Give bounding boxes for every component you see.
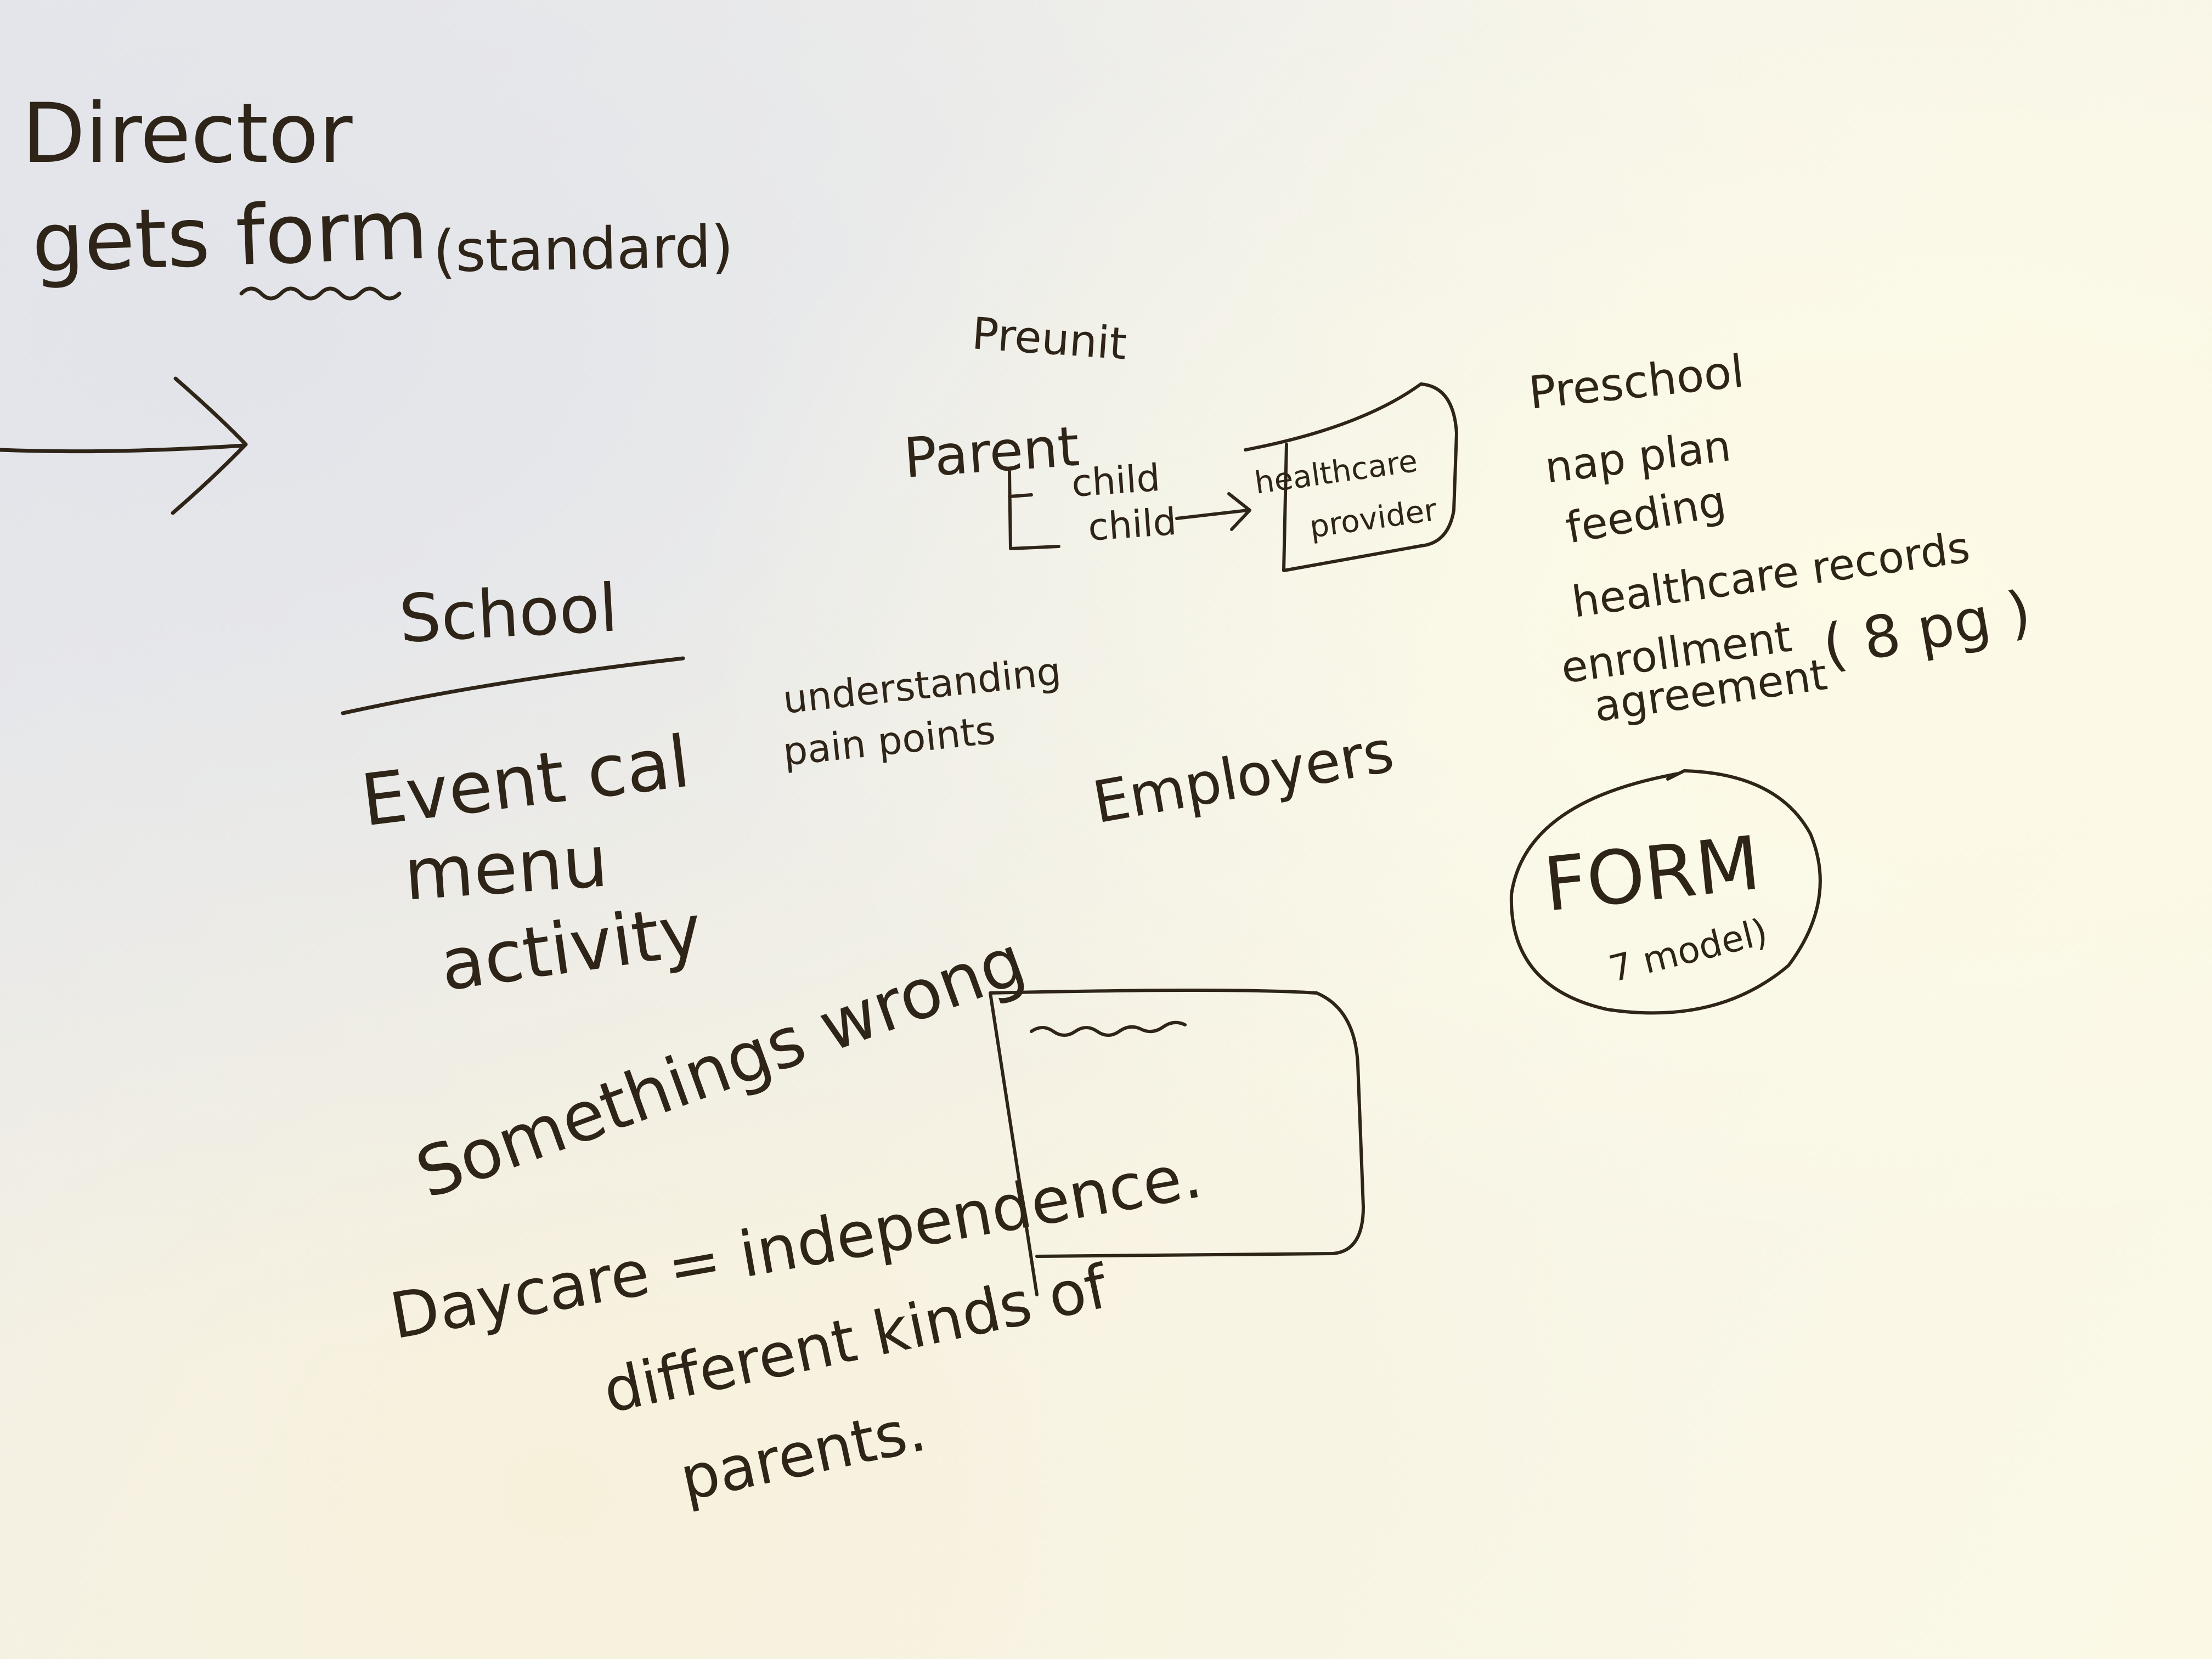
menu-text: menu	[402, 819, 611, 917]
healthcare-provider-box	[1244, 382, 1458, 572]
school-text: School	[397, 570, 619, 658]
healthcare-text: healthcare	[1252, 443, 1420, 501]
standard-text: (standard)	[432, 213, 734, 285]
form-model-text: 7 model)	[1605, 911, 1771, 991]
event-cal-text: Event cal	[357, 720, 694, 843]
arrow-right-icon	[0, 376, 248, 515]
tree-connector	[1008, 470, 1060, 550]
child-text-1: child	[1070, 456, 1162, 506]
sketch-box-squiggle	[1030, 1020, 1187, 1037]
sketch-box	[989, 989, 1365, 1296]
school-underline	[341, 656, 685, 715]
form-text: FORM	[1540, 820, 1764, 928]
provider-text: provider	[1307, 492, 1440, 545]
arrow-right-icon-small	[1175, 492, 1251, 531]
understanding-text: understanding	[781, 648, 1063, 723]
child-text-2: child	[1087, 500, 1178, 550]
form-circle	[1509, 769, 1822, 1015]
parent-text: Parent	[902, 414, 1082, 490]
employers-text: Employers	[1088, 718, 1398, 836]
squiggle-underline	[239, 286, 402, 301]
director-text: Director	[22, 86, 353, 182]
preunit-text: Preunit	[970, 308, 1128, 369]
preschool-text: Preschool	[1526, 345, 1746, 420]
parents-text: parents.	[674, 1394, 932, 1514]
pages-text: ( 8 pg )	[1818, 578, 2036, 680]
gets-form-text: gets form	[30, 182, 430, 291]
